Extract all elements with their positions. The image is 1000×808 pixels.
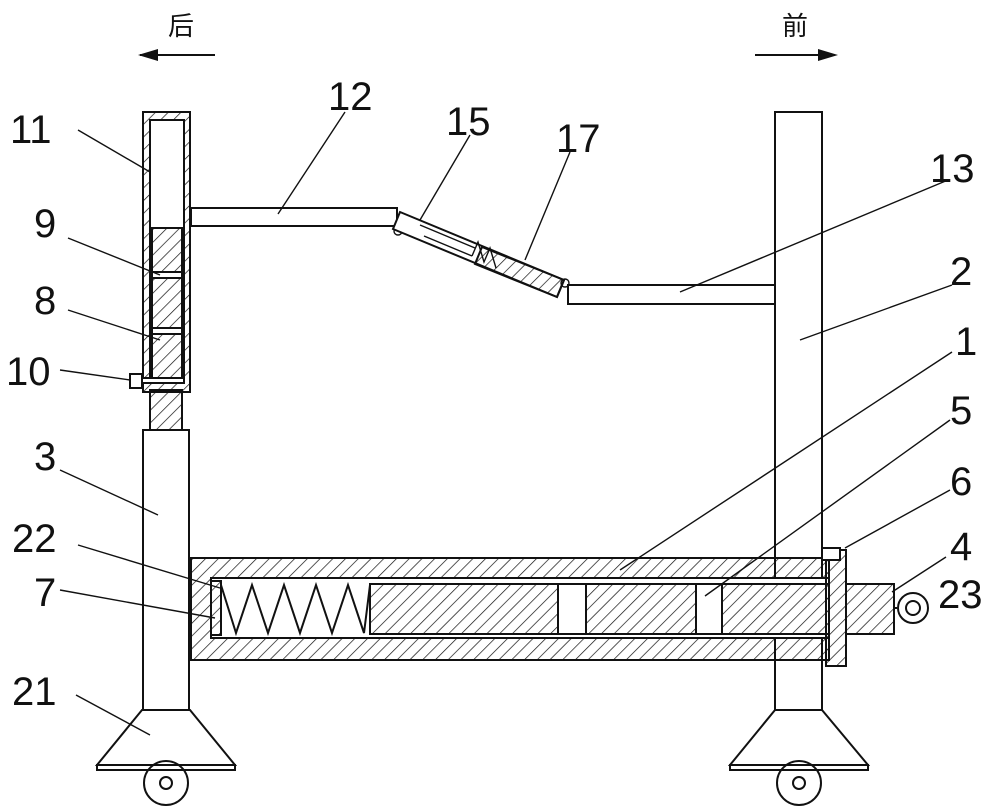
front-direction-label: 前: [782, 12, 808, 42]
locking-pin-shaft: [141, 377, 185, 384]
right-support-arm: [567, 284, 776, 305]
front-direction-arrow: [755, 49, 838, 61]
label-4: 4: [950, 525, 972, 569]
clamp-cap: [821, 547, 841, 561]
label-2: 2: [950, 250, 972, 294]
handle-rod: [845, 583, 895, 635]
label-21: 21: [12, 670, 57, 714]
push-rod: [369, 583, 830, 635]
spring-end-plate: [210, 580, 222, 636]
label-22: 22: [12, 517, 57, 561]
label-8: 8: [34, 279, 56, 323]
hanging-ring: [894, 592, 929, 624]
rear-direction-label: 后: [168, 12, 194, 42]
label-10: 10: [6, 350, 51, 394]
label-13: 13: [930, 147, 975, 191]
rear-lower-post: [142, 429, 190, 711]
rear-direction-arrow: [138, 49, 215, 61]
rear-post-connector: [149, 389, 183, 431]
label-23: 23: [938, 573, 983, 617]
telescopic-link: [391, 210, 570, 299]
locking-pin-head: [129, 373, 143, 389]
label-15: 15: [446, 100, 491, 144]
clamp-plate: [825, 549, 847, 667]
label-1: 1: [955, 320, 977, 364]
stacked-blocks: [151, 227, 183, 379]
label-6: 6: [950, 460, 972, 504]
front-caster: [727, 709, 871, 806]
label-3: 3: [34, 435, 56, 479]
label-12: 12: [328, 75, 373, 119]
label-7: 7: [34, 571, 56, 615]
leader-lines: [59, 111, 953, 736]
rear-caster: [94, 709, 238, 806]
left-support-arm: [190, 207, 398, 227]
compression-spring: [220, 581, 371, 637]
label-17: 17: [556, 117, 601, 161]
label-9: 9: [34, 202, 56, 246]
label-11: 11: [10, 108, 52, 152]
label-5: 5: [950, 389, 972, 433]
